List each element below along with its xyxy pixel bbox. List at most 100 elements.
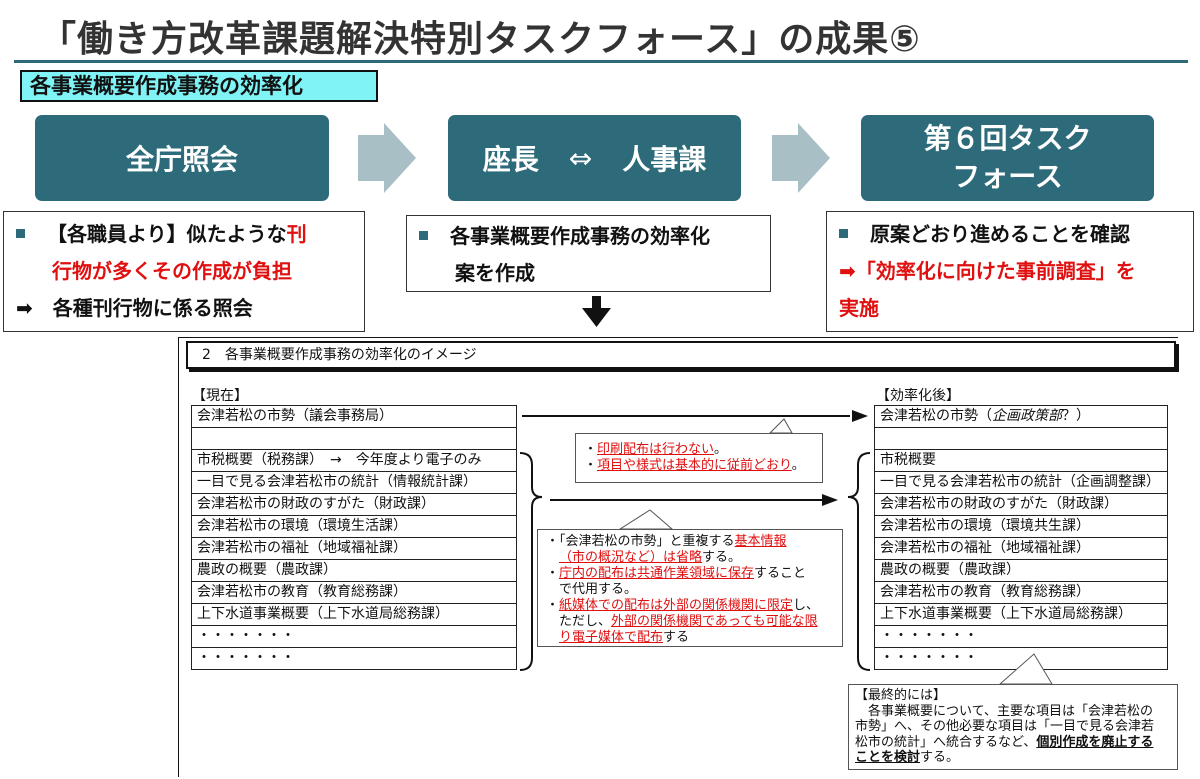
step-arrow-2-icon [772, 123, 830, 193]
right-brace-icon [847, 452, 871, 671]
callout-text: ただし、 [559, 614, 612, 629]
callout-distribution-note: ・「会津若松の市勢」と重複する基本情報 （市の概況など）は省略する。 ・庁内の配… [537, 529, 843, 647]
left-brace-icon [519, 452, 543, 671]
table-row: 一目で見る会津若松市の統計（企画調整課） [875, 472, 1167, 494]
right-arrow-icon: ➡ [16, 296, 33, 320]
stage-box-chair-hr: 座長 ⇔ 人事課 [448, 115, 741, 201]
callout-text-red: 基本情報 [734, 534, 787, 549]
callout-line: ・紙媒体での配布は外部の関係機関に限定し、 [546, 598, 834, 614]
table-row: 上下水道事業概要（上下水道局総務課） [192, 604, 516, 626]
bullet-icon: ・ [546, 566, 560, 581]
callout-pointer [998, 653, 1053, 685]
table-row: 会津若松市の教育（教育総務課） [875, 582, 1167, 604]
note-text: 各種刊行物に係る照会 [52, 296, 253, 320]
after-publication-list: 会津若松の市勢（企画政策部？） 市税概要 一目で見る会津若松市の統計（企画調整課… [874, 405, 1168, 670]
table-row: 一目で見る会津若松市の統計（情報統計課） [192, 472, 516, 494]
table-row: 会津若松市の福祉（地域福祉課） [875, 538, 1167, 560]
callout-line: ・庁内の配布は共通作業領域に保存すること [546, 566, 834, 582]
callout-line: ・項目や様式は基本的に従前どおり。 [584, 458, 814, 474]
callout-pointer [618, 509, 674, 530]
callout-text: ・「会津若松の市勢」と重複する [546, 534, 735, 549]
note-line-red: 行物が多くその作成が負担 [52, 259, 292, 283]
stage-box-all-office-inquiry: 全庁照会 [35, 115, 329, 201]
stage-label-line2: フォース [952, 160, 1063, 193]
right-arrow-icon: ➡ [839, 259, 856, 283]
callout-line: ことを検討する。 [855, 750, 1171, 766]
table-row: 市税概要 [875, 450, 1167, 472]
callout-line: ・「会津若松の市勢」と重複する基本情報 [546, 534, 834, 550]
callout-line: 松市の統計」へ統合するなど、個別作成を廃止する [855, 735, 1171, 751]
table-row: ・・・・・・・ [192, 626, 516, 648]
stage-label-left: 座長 [482, 143, 539, 176]
note-box-confirmation: 原案どおり進めることを確認 ➡「効率化に向けた事前調査」を 実施 [826, 211, 1194, 332]
note-text: 各事業概要作成事務の効率化 [450, 224, 710, 248]
note-line: 【各職員より】似たような刊 [16, 216, 364, 253]
bullet-icon: ・ [584, 458, 598, 473]
note-text: 【各職員より】似たような [47, 222, 287, 246]
callout-text-emphasis: 個別作成を廃止する [1036, 734, 1154, 750]
table-row: 会津若松市の環境（環境生活課） [192, 516, 516, 538]
row-text: 会津若松の市勢（ [880, 408, 992, 424]
step-arrow-1-icon [358, 123, 416, 193]
note-line: 各事業概要作成事務の効率化 [419, 218, 770, 255]
callout-text-red: 庁内の配布は共通作業領域に保存 [559, 566, 755, 581]
callout-text: し、 [793, 598, 820, 613]
table-row: 上下水道事業概要（上下水道局総務課） [875, 604, 1167, 626]
embedded-document [178, 337, 1178, 777]
page-title: 「働き方改革課題解決特別タスクフォース」の成果⑤ [40, 19, 921, 60]
callout-text: する。 [920, 750, 960, 765]
callout-text-red: り電子媒体で配布 [559, 630, 664, 645]
stage-label-right: 人事課 [622, 143, 707, 176]
note-text: 原案どおり進めることを確認 [870, 222, 1130, 246]
bullet-icon: ・ [584, 442, 598, 457]
section-label: 各事業概要作成事務の効率化 [20, 70, 378, 102]
callout-text: 。 [714, 442, 728, 457]
note-line: 原案どおり進めることを確認 [839, 216, 1193, 253]
callout-text-red: 外部の関係機関であっても可能な限 [611, 614, 818, 629]
down-arrow-icon [582, 296, 611, 327]
row-text: ？） [1062, 408, 1090, 424]
callout-line: り電子媒体で配布する [546, 630, 834, 646]
table-row: ・・・・・・・ [875, 626, 1167, 648]
table-row: ・・・・・・・ [192, 648, 516, 670]
connector-arrowhead-middle-icon [822, 494, 838, 506]
table-row: 会津若松市の財政のすがた（財政課） [875, 494, 1167, 516]
callout-text: する。 [702, 550, 742, 565]
table-row: 市税概要（税務課） → 今年度より電子のみ [192, 450, 516, 472]
note-text-red: 「効率化に向けた事前調査」を [855, 259, 1136, 283]
square-bullet-icon [839, 229, 848, 238]
callout-text-red: 紙媒体での配布は外部の関係機関に限定 [559, 598, 794, 613]
callout-text: 。 [791, 458, 805, 473]
document-heading: 2 各事業概要作成事務の効率化のイメージ [186, 341, 1176, 369]
callout-pointer [768, 418, 793, 434]
callout-line: 市勢」へ、その他必要な項目は「一目で見る会津若 [855, 719, 1155, 734]
callout-printing-note: ・印刷配布は行わない。 ・項目や様式は基本的に従前どおり。 [575, 433, 823, 483]
table-row: 会津若松市の教育（教育総務課） [192, 582, 516, 604]
current-publication-list: 会津若松の市勢（議会事務局） 市税概要（税務課） → 今年度より電子のみ 一目で… [191, 405, 517, 670]
callout-line: 【最終的には】 [855, 688, 947, 703]
square-bullet-icon [16, 229, 25, 238]
stage-label: 全庁照会 [125, 143, 238, 176]
after-label: 【効率化後】 [876, 388, 960, 404]
connector-arrowhead-top-icon [852, 410, 868, 422]
bidirectional-arrow-icon: ⇔ [568, 141, 593, 175]
note-line: ➡「効率化に向けた事前調査」を [839, 253, 1193, 290]
callout-line: で代用する。 [559, 582, 638, 597]
callout-line: 各事業概要について、主要な項目は「会津若松の [855, 703, 1153, 719]
square-bullet-icon [419, 231, 428, 240]
row-text-italic: 企画政策部 [992, 408, 1062, 424]
table-row: 農政の概要（農政課） [192, 560, 516, 582]
callout-text-red: 印刷配布は行わない [597, 442, 715, 457]
callout-line: ただし、外部の関係機関であっても可能な限 [546, 614, 834, 630]
table-row [192, 428, 516, 450]
callout-line: （市の概況など）は省略する。 [546, 550, 834, 566]
callout-text: すること [754, 566, 807, 581]
current-label: 【現在】 [192, 388, 248, 404]
note-line: 案を作成 [455, 261, 535, 285]
table-row: 農政の概要（農政課） [875, 560, 1167, 582]
note-text-red: 刊 [286, 222, 307, 246]
table-row [875, 428, 1167, 450]
note-line-red: 実施 [839, 296, 879, 320]
table-row: 会津若松市の福祉（地域福祉課） [192, 538, 516, 560]
